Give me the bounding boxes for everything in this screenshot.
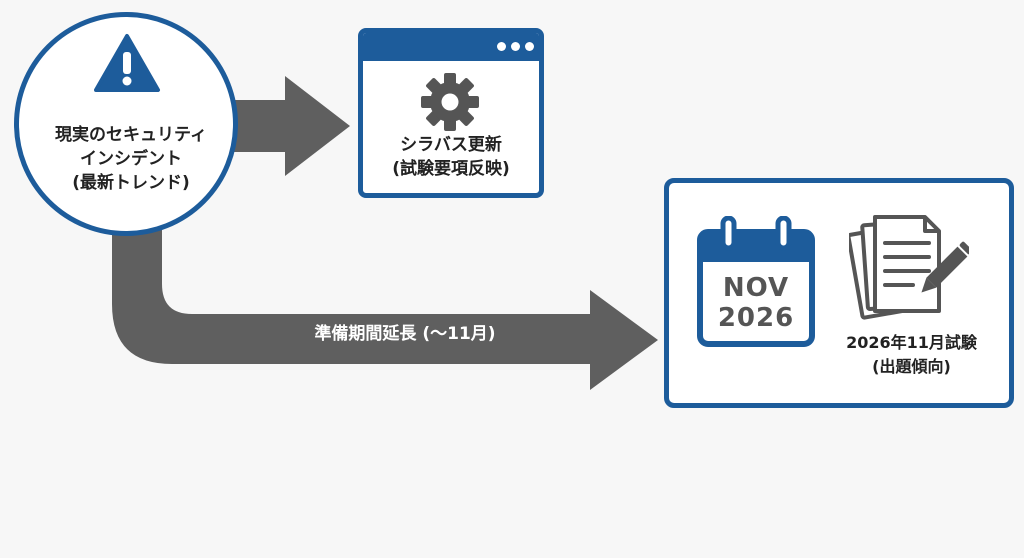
arrow-to-exam [112, 225, 658, 390]
calendar-year: 2026 [717, 303, 795, 333]
warning-icon [94, 34, 160, 92]
syllabus-label-line: シラバス更新 [400, 135, 502, 155]
syllabus-label: シラバス更新 (試験要項反映) [363, 133, 539, 181]
window-title-bar [363, 33, 539, 61]
calendar-date: NOV 2026 [697, 273, 815, 333]
incident-label-line: インシデント [80, 149, 182, 169]
incident-node: 現実のセキュリティ インシデント (最新トレンド) [14, 12, 238, 236]
incident-label: 現実のセキュリティ インシデント (最新トレンド) [37, 123, 225, 195]
exam-label: 2026年11月試験 (出題傾向) [819, 331, 1004, 379]
syllabus-node: シラバス更新 (試験要項反映) [358, 28, 544, 198]
incident-label-line: (最新トレンド) [72, 173, 190, 193]
documents-pencil-icon [849, 215, 969, 320]
arrow-label-preparation: 準備期間延長 (〜11月) [314, 324, 496, 344]
exam-label-line: (出題傾向) [872, 357, 951, 376]
incident-label-line: 現実のセキュリティ [55, 125, 207, 145]
exam-label-line: 2026年11月試験 [846, 333, 977, 352]
window-dot-icon [511, 42, 520, 51]
window-dot-icon [525, 42, 534, 51]
calendar-month: NOV [722, 273, 790, 303]
syllabus-label-line: (試験要項反映) [392, 159, 510, 179]
gear-icon [421, 73, 479, 131]
arrow-to-syllabus [218, 76, 350, 176]
calendar-icon [697, 216, 815, 347]
exam-node: NOV 2026 2026年11月試験 ( [664, 178, 1014, 408]
window-dot-icon [497, 42, 506, 51]
